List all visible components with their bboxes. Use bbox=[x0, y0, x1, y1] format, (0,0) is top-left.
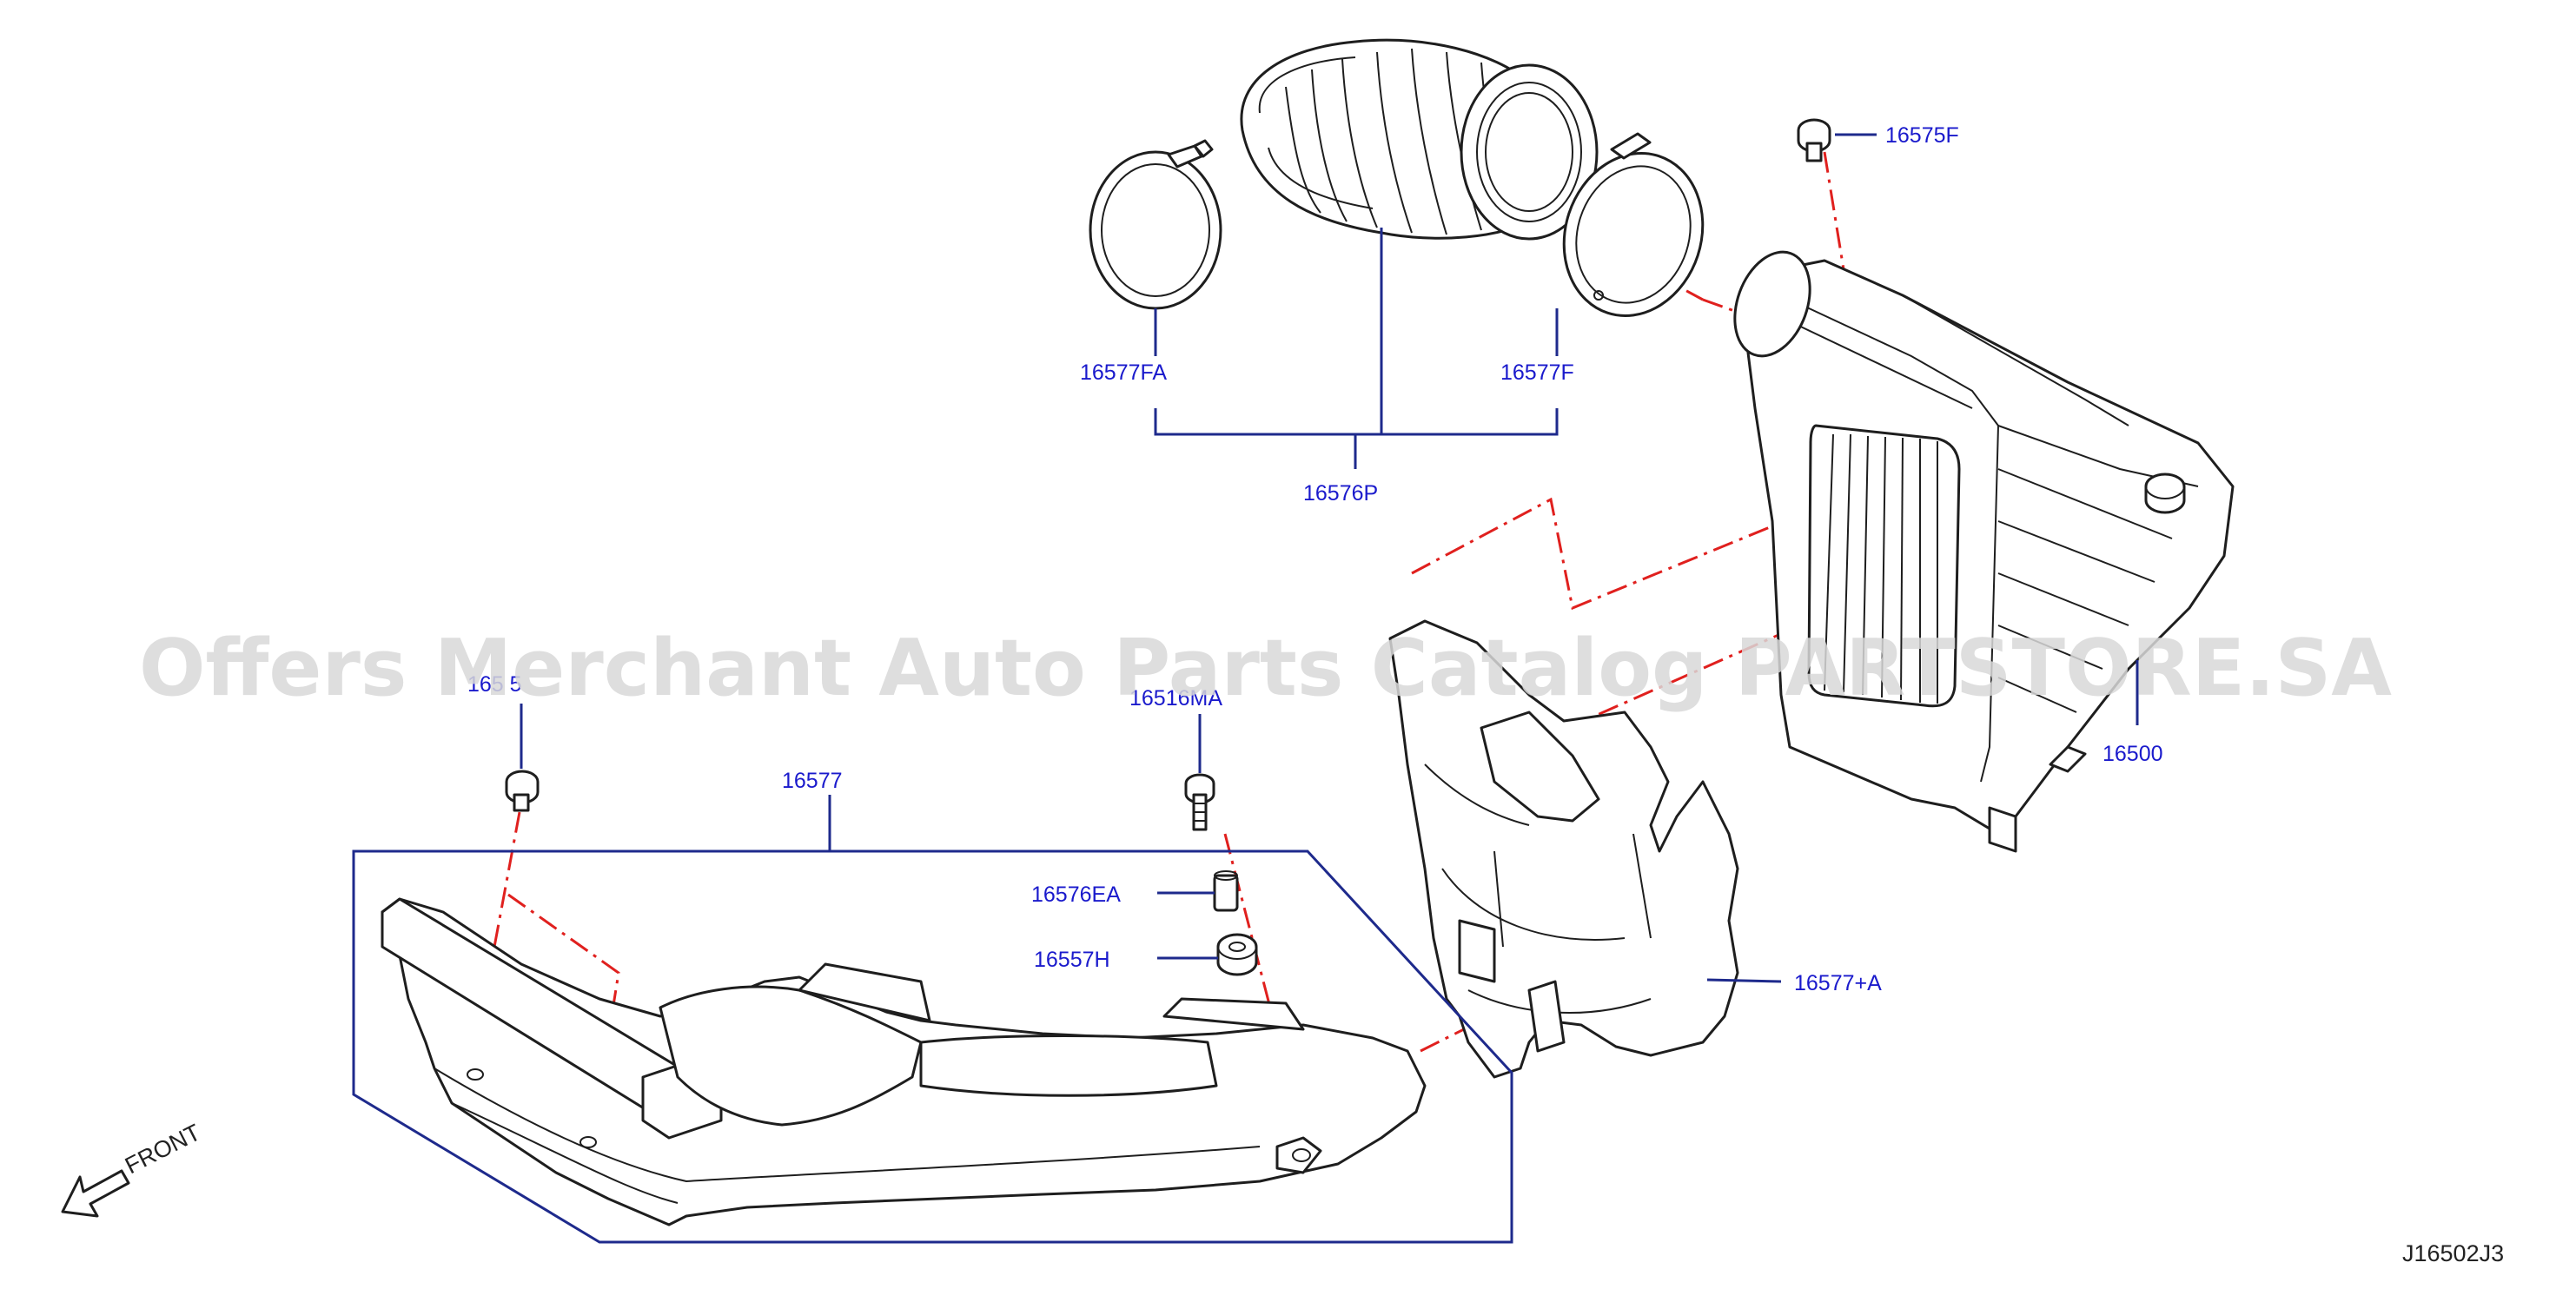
label-16576P: 16576P bbox=[1303, 481, 1378, 506]
label-16575F: 16575F bbox=[1885, 123, 1959, 148]
label-16577F: 16577F bbox=[1500, 360, 1574, 385]
label-16577A: 16577+A bbox=[1794, 971, 1882, 995]
filter-mesh bbox=[1824, 433, 1938, 704]
inlet-duct-16577[interactable] bbox=[381, 897, 1427, 1226]
front-arrow: FRONT bbox=[61, 1119, 205, 1218]
label-16557H: 16557H bbox=[1034, 948, 1110, 972]
clip-16575[interactable] bbox=[505, 770, 540, 812]
bolt-16516MA[interactable] bbox=[1184, 773, 1215, 831]
label-16576EA: 16576EA bbox=[1031, 882, 1121, 907]
label-16575: 165 5 bbox=[467, 672, 522, 697]
drawing-code: J16502J3 bbox=[2402, 1240, 2504, 1266]
grommet-16557H[interactable] bbox=[1216, 933, 1258, 976]
bolt-16575F[interactable] bbox=[1797, 118, 1831, 162]
label-16577FA: 16577FA bbox=[1080, 360, 1167, 385]
label-16516MA: 16516MA bbox=[1129, 686, 1222, 711]
label-16577: 16577 bbox=[782, 769, 843, 793]
watermark: Offers Merchant Auto Parts Catalog PARTS… bbox=[139, 623, 2392, 714]
clamp-16577FA[interactable] bbox=[1089, 139, 1222, 310]
duct-16577A[interactable] bbox=[1388, 619, 1739, 1079]
duct-hose-16576P[interactable] bbox=[1240, 38, 1599, 241]
clamp-16577F[interactable] bbox=[1543, 132, 1723, 334]
air-cleaner-16500[interactable] bbox=[1721, 241, 2235, 853]
leader-lines bbox=[352, 133, 2139, 1244]
label-16500: 16500 bbox=[2103, 742, 2163, 766]
collar-16576EA[interactable] bbox=[1213, 870, 1239, 912]
front-label: FRONT bbox=[121, 1119, 204, 1179]
